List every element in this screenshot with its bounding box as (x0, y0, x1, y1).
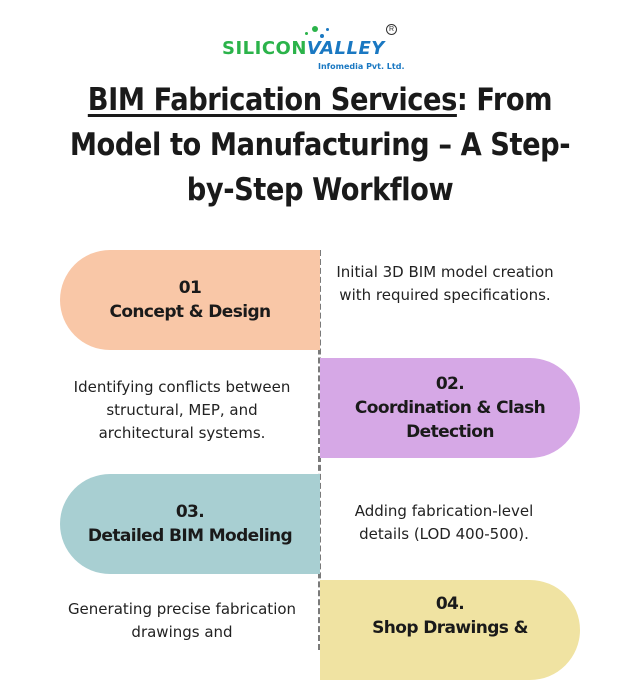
timeline-divider (318, 250, 321, 650)
logo-dot-1 (312, 26, 318, 32)
company-logo: SILICONVALLEY Infomedia Pvt. Ltd. R (0, 18, 640, 78)
step-3-description: Adding fabrication-level details (LOD 40… (354, 502, 534, 543)
logo-dot-3 (305, 32, 308, 35)
step-2-name: Coordination & Clash Detection (354, 398, 546, 442)
step-4-number: 04. (435, 594, 465, 614)
step-2-number: 02. (435, 374, 465, 394)
logo-wordmark: SILICONVALLEY (222, 38, 385, 59)
page-title-underlined: BIM Fabrication Services (87, 82, 458, 118)
step-1-name: Concept & Design (109, 302, 271, 322)
step-1-description: Initial 3D BIM model creation with requi… (336, 263, 554, 304)
logo-subtitle: Infomedia Pvt. Ltd. (318, 62, 405, 71)
step-2-pill: 02. Coordination & Clash Detection (320, 358, 580, 458)
logo-dot-4 (326, 28, 329, 31)
logo-dot-2 (320, 34, 324, 38)
step-1-number: 01 (178, 278, 202, 298)
logo-silicon-text: SILICON (222, 38, 307, 59)
page-title-rest: : From Model to Manufacturing – A Step-b… (69, 82, 571, 208)
step-2-description: Identifying conflicts between structural… (73, 378, 291, 442)
step-4-name: Shop Drawings & (372, 618, 528, 638)
step-1-pill: 01 Concept & Design (60, 250, 320, 350)
logo-valley-text: VALLEY (306, 38, 385, 59)
page-title: BIM Fabrication Services: From Model to … (56, 78, 584, 213)
step-4-description: Generating precise fabrication drawings … (67, 600, 297, 641)
step-3-name: Detailed BIM Modeling (87, 526, 293, 546)
registered-mark-icon: R (386, 24, 397, 35)
step-3-number: 03. (175, 502, 205, 522)
step-3-pill: 03. Detailed BIM Modeling (60, 474, 320, 574)
step-4-pill: 04. Shop Drawings & (320, 580, 580, 680)
